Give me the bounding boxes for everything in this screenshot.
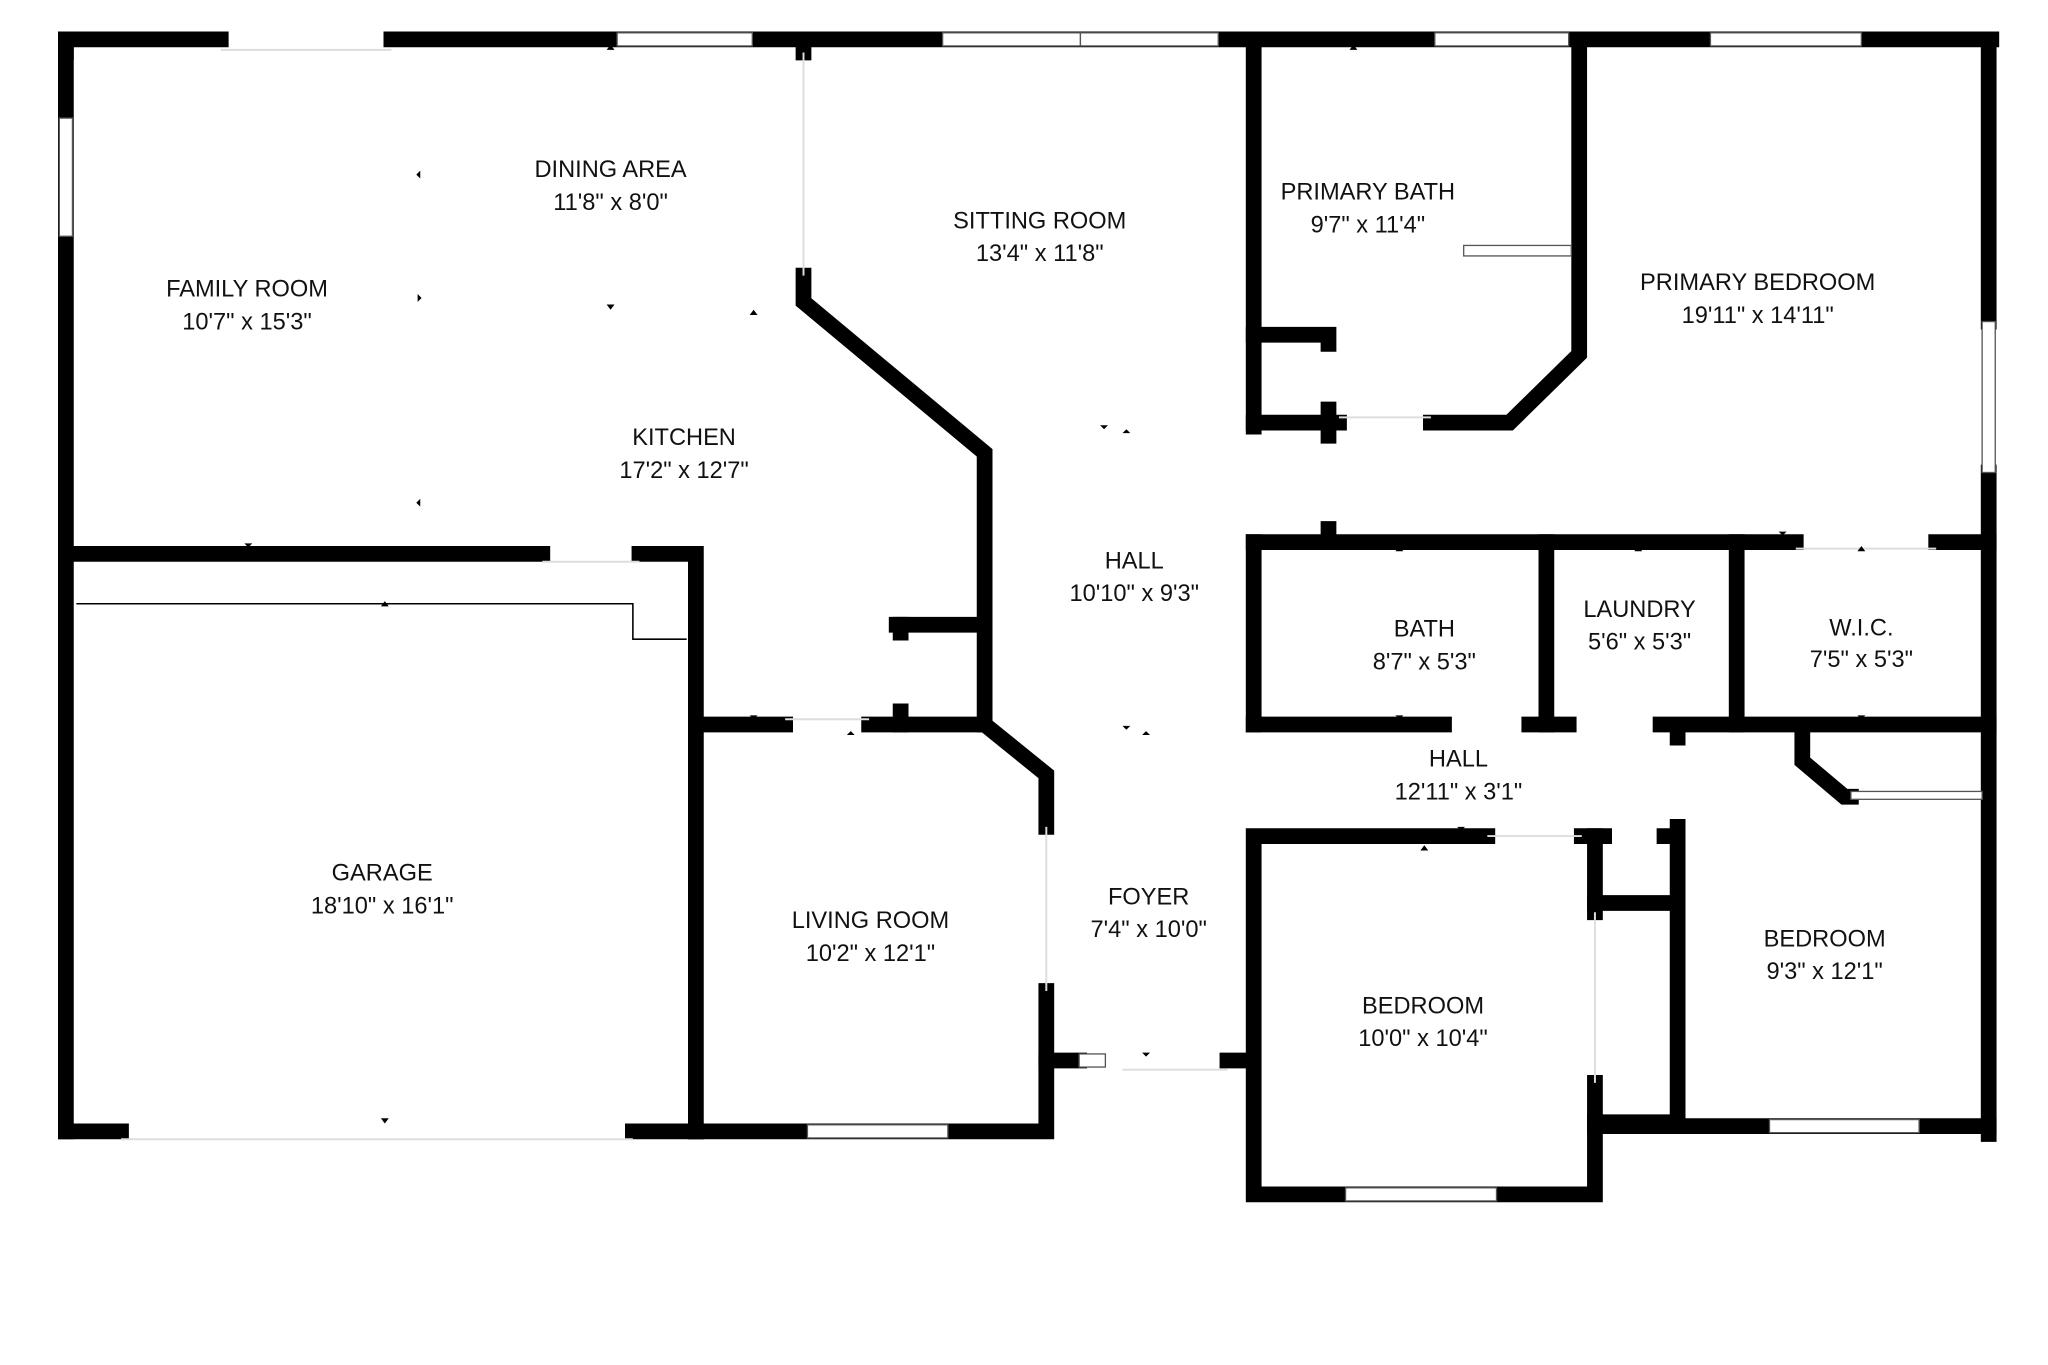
room-name-primary-bath: PRIMARY BATH xyxy=(1281,180,1456,206)
room-size-primary-bath: 9'7" x 11'4" xyxy=(1311,212,1426,238)
room-name-garage: GARAGE xyxy=(332,861,433,887)
room-name-hall-small: HALL xyxy=(1429,747,1488,773)
room-name-dining-area: DINING AREA xyxy=(534,157,686,183)
room-size-bedroom-right: 9'3" x 12'1" xyxy=(1766,959,1882,985)
room-size-living-room: 10'2" x 12'1" xyxy=(806,941,935,967)
room-size-sitting-room: 13'4" x 11'8" xyxy=(976,241,1104,267)
room-size-wic: 7'5" x 5'3" xyxy=(1810,647,1913,673)
room-name-bedroom-center: BEDROOM xyxy=(1362,993,1484,1019)
door-openings xyxy=(120,48,1937,1141)
room-size-primary-bedroom: 19'11" x 14'11" xyxy=(1682,303,1834,329)
room-name-bath: BATH xyxy=(1394,617,1455,643)
room-size-hall-main: 10'10" x 9'3" xyxy=(1070,581,1199,607)
room-name-primary-bedroom: PRIMARY BEDROOM xyxy=(1640,270,1875,296)
walls xyxy=(57,31,2000,1203)
room-size-bath: 8'7" x 5'3" xyxy=(1373,649,1476,675)
room-size-dining-area: 11'8" x 8'0" xyxy=(553,190,668,216)
room-name-hall-main: HALL xyxy=(1105,548,1164,574)
room-name-bedroom-right: BEDROOM xyxy=(1764,926,1886,952)
room-size-bedroom-center: 10'0" x 10'4" xyxy=(1358,1026,1487,1052)
room-name-laundry: LAUNDRY xyxy=(1583,597,1696,623)
room-name-wic: W.I.C. xyxy=(1829,615,1893,641)
room-size-garage: 18'10" x 16'1" xyxy=(311,894,454,920)
dimension-markers xyxy=(244,44,1866,1124)
room-name-kitchen: KITCHEN xyxy=(632,425,736,451)
room-size-foyer: 7'4" x 10'0" xyxy=(1091,917,1207,943)
room-size-hall-small: 12'11" x 3'1" xyxy=(1395,779,1523,805)
room-size-family-room: 10'7" x 15'3" xyxy=(182,309,311,335)
windows xyxy=(58,32,1996,1202)
room-name-sitting-room: SITTING ROOM xyxy=(953,208,1126,234)
room-labels: DINING AREA 11'8" x 8'0" FAMILY ROOM 10'… xyxy=(166,157,1913,1052)
room-size-kitchen: 17'2" x 12'7" xyxy=(619,458,748,484)
room-name-foyer: FOYER xyxy=(1108,884,1189,910)
room-size-laundry: 5'6" x 5'3" xyxy=(1588,630,1691,656)
room-name-family-room: FAMILY ROOM xyxy=(166,277,328,303)
room-name-living-room: LIVING ROOM xyxy=(792,908,949,934)
